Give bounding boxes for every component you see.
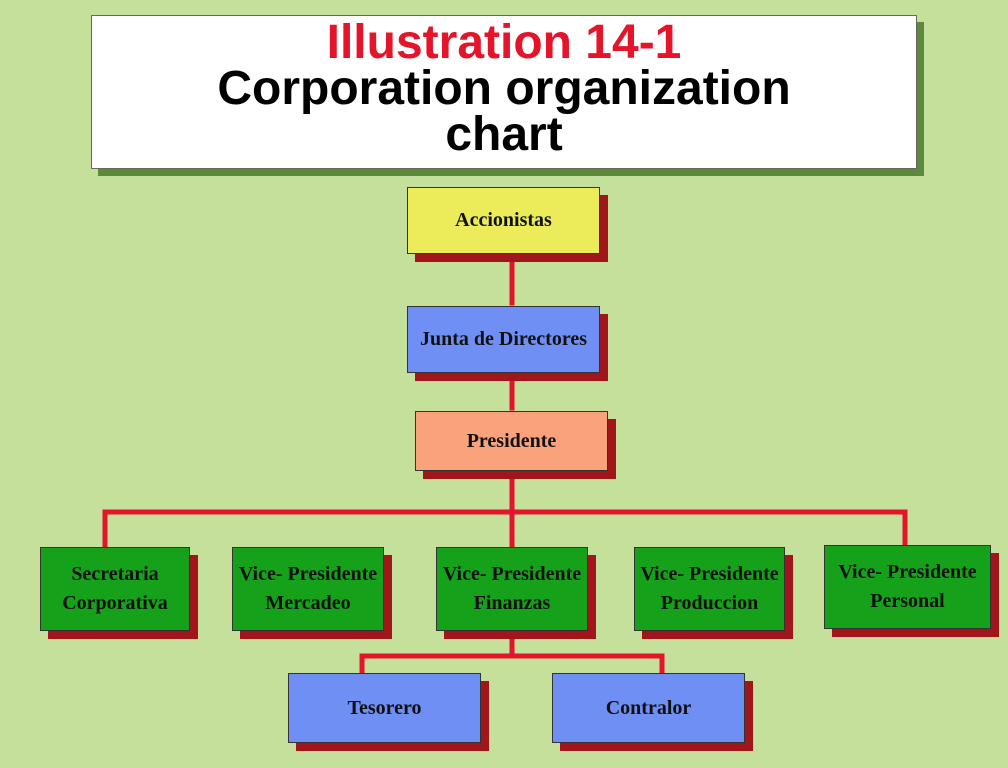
node-vp-produccion-label: Vice- Presidente Produccion bbox=[640, 563, 779, 614]
node-accionistas-label: Accionistas bbox=[455, 209, 552, 231]
node-presidente: Presidente bbox=[415, 411, 608, 471]
title-box: Illustration 14-1 Corporation organizati… bbox=[91, 15, 917, 169]
title-illustration-number: Illustration 14-1 bbox=[326, 16, 682, 69]
title-main-continued: chart bbox=[445, 108, 563, 161]
title-main: Corporation organization bbox=[217, 62, 791, 115]
node-vp-produccion: Vice- Presidente Produccion bbox=[634, 547, 785, 631]
node-contralor-label: Contralor bbox=[605, 696, 692, 719]
node-accionistas: Accionistas bbox=[407, 187, 600, 254]
node-vp-mercadeo-label: Vice- Presidente Mercadeo bbox=[238, 563, 378, 614]
node-secretaria-label: Secretaria Corporativa bbox=[62, 563, 168, 614]
node-junta-directores: Junta de Directores bbox=[407, 306, 600, 373]
node-vp-mercadeo: Vice- Presidente Mercadeo bbox=[232, 547, 384, 631]
node-junta-label: Junta de Directores bbox=[419, 328, 587, 350]
node-vp-personal-label: Vice- Presidente Personal bbox=[838, 561, 977, 612]
node-secretaria-corporativa: Secretaria Corporativa bbox=[40, 547, 190, 631]
node-vp-personal: Vice- Presidente Personal bbox=[824, 545, 991, 629]
node-presidente-label: Presidente bbox=[466, 429, 557, 452]
node-tesorero-label: Tesorero bbox=[347, 696, 422, 719]
node-vp-finanzas-label: Vice- Presidente Finanzas bbox=[442, 563, 582, 614]
node-tesorero: Tesorero bbox=[288, 673, 481, 743]
node-vp-finanzas: Vice- Presidente Finanzas bbox=[436, 547, 588, 631]
node-contralor: Contralor bbox=[552, 673, 745, 743]
